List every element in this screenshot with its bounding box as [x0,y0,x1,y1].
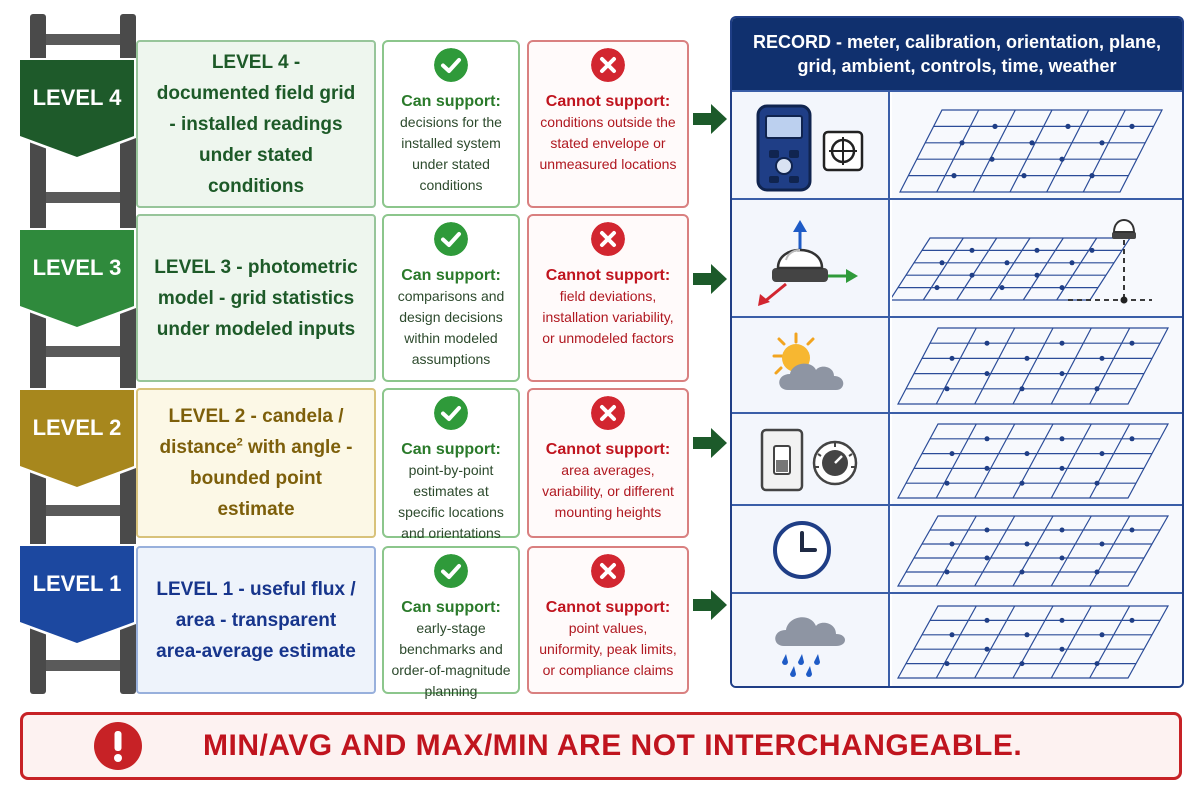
level-1-banner: LEVEL 1 [18,544,136,646]
level-1-cannot-body: point values, uniformity, peak limits, o… [539,620,677,678]
level-3-can-head: Can support: [401,267,501,284]
record-icon-cell [732,594,890,686]
warning-banner: MIN/AVG AND MAX/MIN ARE NOT INTERCHANGEA… [20,712,1182,780]
level-2-cannot-head: Cannot support: [545,441,671,458]
level-3-title-rest: - photometric model - grid statistics un… [156,256,358,340]
clock-icon [773,521,831,579]
arrow-right-icon [693,590,727,620]
level-3-title-strong: LEVEL 3 [154,256,232,278]
arrow-right-icon [693,104,727,134]
check-icon [434,222,468,256]
level-1-can-head: Can support: [401,599,501,616]
level-3-description: LEVEL 3 - photometric model - grid stati… [136,214,376,382]
x-icon [591,396,625,430]
record-icon-cell [732,200,890,318]
exclamation-icon [94,722,142,770]
level-1-cannot-support: Cannot support: point values, uniformity… [527,546,689,694]
level-4-can-support: Can support: decisions for the installed… [382,40,520,208]
level-4-title-strong: LEVEL 4 [211,51,289,73]
rain-cloud-icon [775,617,845,677]
x-icon [591,222,625,256]
level-4-can-body: decisions for the installed system under… [400,114,502,193]
light-switch-icon [760,428,804,492]
warning-text: MIN/AVG AND MAX/MIN ARE NOT INTERCHANGEA… [203,729,1023,762]
level-2-can-body: point-by-point estimates at specific loc… [398,462,504,541]
level-3-cannot-head: Cannot support: [545,267,671,284]
level-2-description: LEVEL 2 - candela / distance2 with angle… [136,388,376,538]
level-1-description: LEVEL 1 - useful flux / area - transpare… [136,546,376,694]
level-1-can-body: early-stage benchmarks and order-of-magn… [391,620,511,699]
record-header: RECORD - meter, calibration, orientation… [732,18,1182,90]
record-icon-cell [732,318,890,412]
level-4-cannot-head: Cannot support: [545,93,671,110]
level-1-banner-label: LEVEL 1 [32,571,122,596]
level-2-can-support: Can support: point-by-point estimates at… [382,388,520,541]
sensor-orientation-axes-icon [758,220,858,306]
record-row-weather [732,592,1182,686]
record-panel: RECORD - meter, calibration, orientation… [730,16,1184,688]
measurement-grid [892,506,1182,592]
check-icon [434,554,468,588]
x-icon [591,554,625,588]
level-2-banner-label: LEVEL 2 [32,415,122,440]
level-2-banner: LEVEL 2 [18,388,136,490]
level-2-cannot-support: Cannot support: area averages, variabili… [527,388,689,538]
level-1-cannot-head: Cannot support: [545,599,671,616]
arrow-right-icon [693,264,727,294]
measurement-grid [892,594,1182,686]
level-2-title-superscript: 2 [236,436,243,449]
level-4-description: LEVEL 4 - documented field grid - instal… [136,40,376,208]
level-2-can-head: Can support: [401,441,501,458]
measurement-grid [892,414,1182,504]
level-2-title-rest-b: with angle - bounded point estimate [190,437,353,520]
record-row-controls [732,412,1182,504]
record-row-meter-calibration [732,90,1182,208]
level-3-can-body: comparisons and design decisions within … [397,288,505,367]
calibration-target-icon [822,130,864,172]
level-4-banner: LEVEL 4 [18,58,136,160]
light-meter-icon [756,104,812,192]
measurement-grid [892,318,1182,412]
record-row-time [732,504,1182,592]
level-4-cannot-support: Cannot support: conditions outside the s… [527,40,689,208]
sun-cloud-icon [772,332,844,390]
record-row-ambient [732,316,1182,412]
measurement-grid [888,200,1182,318]
arrow-right-icon [693,428,727,458]
level-2-title-rest-a: - candela / distance [159,406,344,458]
level-3-can-support: Can support: comparisons and design deci… [382,214,520,382]
level-1-title-rest: - useful flux / area - transparent area-… [156,578,356,662]
record-icon-cell [732,414,890,504]
record-icon-cell [732,506,890,592]
level-3-cannot-body: field deviations, installation variabili… [542,288,674,346]
level-3-cannot-support: Cannot support: field deviations, instal… [527,214,689,382]
measurement-grid [892,92,1182,208]
level-3-banner: LEVEL 3 [18,228,136,330]
level-4-can-head: Can support: [401,93,501,110]
ladder-graphic [30,14,136,694]
dimmer-dial-icon [812,440,858,486]
level-2-title-strong: LEVEL 2 [168,406,246,427]
x-icon [591,48,625,82]
record-row-orientation-plane [732,198,1182,318]
level-4-banner-label: LEVEL 4 [32,85,122,110]
level-3-banner-label: LEVEL 3 [32,255,122,280]
check-icon [434,48,468,82]
level-2-cannot-body: area averages, variability, or different… [542,462,674,520]
level-1-title-strong: LEVEL 1 [156,578,234,600]
level-1-can-support: Can support: early-stage benchmarks and … [382,546,520,699]
mounted-sensor-icon [1112,219,1136,239]
level-4-cannot-body: conditions outside the stated envelope o… [539,114,677,172]
level-4-title-rest: - documented field grid - installed read… [156,51,356,197]
record-icon-cell [732,92,890,208]
check-icon [434,396,468,430]
